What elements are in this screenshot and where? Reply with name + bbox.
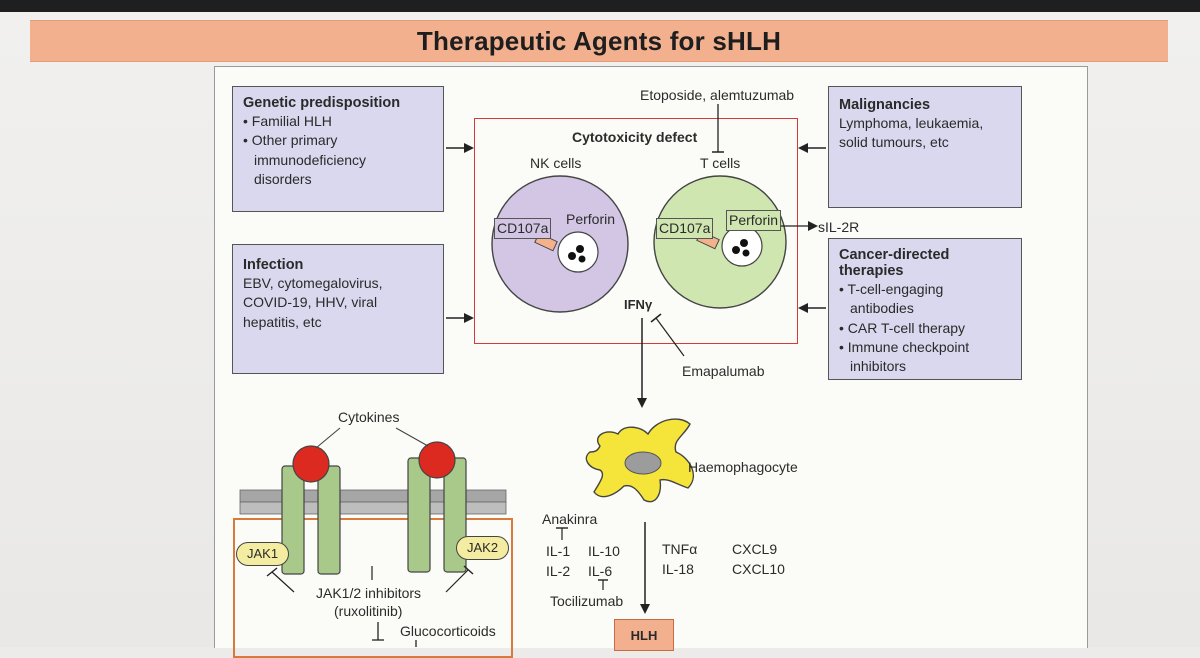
t-cells-label: T cells xyxy=(700,155,741,171)
title-banner: Therapeutic Agents for sHLH xyxy=(30,20,1168,62)
genetic-heading: Genetic predisposition xyxy=(243,95,401,111)
infection-heading: Infection xyxy=(243,257,304,273)
t-cell xyxy=(653,175,787,309)
receptor-chain xyxy=(317,465,341,575)
il1-label: IL-1 xyxy=(546,543,571,559)
jak-inhibitor-line xyxy=(445,569,469,593)
emapalumab-inhibitor-bar xyxy=(650,313,662,323)
jak-inhibitor-bar xyxy=(463,565,474,575)
tocilizumab-label: Tocilizumab xyxy=(550,593,624,609)
nk-cells-label: NK cells xyxy=(530,155,582,171)
malignancies-box: Malignancies Lymphoma, leukaemia, solid … xyxy=(828,86,1022,208)
haemophagocyte-label: Haemophagocyte xyxy=(688,459,798,475)
cancer-therapies-item: • T-cell-engaging xyxy=(839,281,944,297)
cytokines-label: Cytokines xyxy=(338,409,400,425)
genetic-predisposition-box: Genetic predisposition • Familial HLH • … xyxy=(232,86,444,212)
tnfa-label: TNFα xyxy=(662,541,698,557)
t-granule-dot xyxy=(732,246,740,254)
infection-box: Infection EBV, cytomegalovirus, COVID-19… xyxy=(232,244,444,374)
genetic-item: • Other primary xyxy=(243,132,338,149)
t-perforin-label: Perforin xyxy=(726,210,782,231)
cytokine-pointer xyxy=(395,427,429,447)
jak1-badge: JAK1 xyxy=(236,542,290,566)
cytotoxicity-label: Cytotoxicity defect xyxy=(572,129,698,145)
il18-label: IL-18 xyxy=(662,561,694,577)
nk-perforin-label: Perforin xyxy=(566,211,616,227)
infection-item: hepatitis, etc xyxy=(243,313,322,330)
il2-label: IL-2 xyxy=(546,563,571,579)
etoposide-label: Etoposide, alemtuzumab xyxy=(640,87,795,103)
infection-item: EBV, cytomegalovirus, xyxy=(243,275,383,291)
ifny-label: IFNγ xyxy=(624,297,653,312)
malignancies-heading: Malignancies xyxy=(839,97,931,113)
genetic-item: • Familial HLH xyxy=(243,113,332,129)
infection-item: COVID-19, HHV, viral xyxy=(243,294,378,311)
emapalumab-inhibitor-line xyxy=(655,317,685,357)
cancer-therapies-item: • Immune checkpoint xyxy=(839,338,970,355)
haemophagocyte-nucleus xyxy=(624,451,662,475)
jak-inhibitors-label: JAK1/2 inhibitors xyxy=(316,585,422,601)
hlh-box: HLH xyxy=(614,619,674,651)
cytokine-ball xyxy=(292,445,330,483)
cancer-therapies-heading: Cancer-directed therapies xyxy=(839,247,950,279)
nk-granule-dot xyxy=(576,245,584,253)
sil2r-label: sIL-2R xyxy=(818,219,860,235)
malignancies-item: Lymphoma, leukaemia, xyxy=(839,115,984,131)
cytokine-pointer xyxy=(315,427,341,449)
t-cd107a-label: CD107a xyxy=(656,218,714,239)
cytokine-ball xyxy=(418,441,456,479)
genetic-item: disorders xyxy=(254,170,312,187)
il6-label: IL-6 xyxy=(588,563,613,579)
monitor-bezel xyxy=(0,0,1200,12)
emapalumab-label: Emapalumab xyxy=(682,363,765,379)
jak-inhibitor-line xyxy=(271,571,295,593)
nk-granule-dot xyxy=(578,255,586,263)
cxcl9-label: CXCL9 xyxy=(732,541,778,557)
cxcl10-label: CXCL10 xyxy=(732,561,785,577)
anakinra-label: Anakinra xyxy=(542,511,598,527)
cancer-therapies-box: Cancer-directed therapies • T-cell-engag… xyxy=(828,238,1022,380)
hlh-label: HLH xyxy=(630,628,658,643)
nk-granule-dot xyxy=(568,252,576,260)
ruxolitinib-label: (ruxolitinib) xyxy=(334,603,403,619)
cancer-therapies-item: inhibitors xyxy=(850,358,907,375)
jak-inhibitor-bar xyxy=(266,567,278,577)
cancer-therapies-item: • CAR T-cell therapy xyxy=(839,319,966,336)
il10-label: IL-10 xyxy=(588,543,620,559)
malignancies-item: solid tumours, etc xyxy=(839,134,949,151)
cancer-therapies-item: antibodies xyxy=(850,300,914,317)
jak2-badge: JAK2 xyxy=(456,536,510,560)
slide-title: Therapeutic Agents for sHLH xyxy=(416,25,782,56)
nk-cd107a-label: CD107a xyxy=(494,218,552,239)
cytotoxicity-frame xyxy=(474,118,798,344)
t-granule-dot xyxy=(740,239,748,247)
cell-membrane-lower xyxy=(239,501,507,515)
glucocorticoids-label: Glucocorticoids xyxy=(400,623,496,639)
t-granule-dot xyxy=(742,249,750,257)
genetic-item: immunodeficiency xyxy=(254,151,367,168)
